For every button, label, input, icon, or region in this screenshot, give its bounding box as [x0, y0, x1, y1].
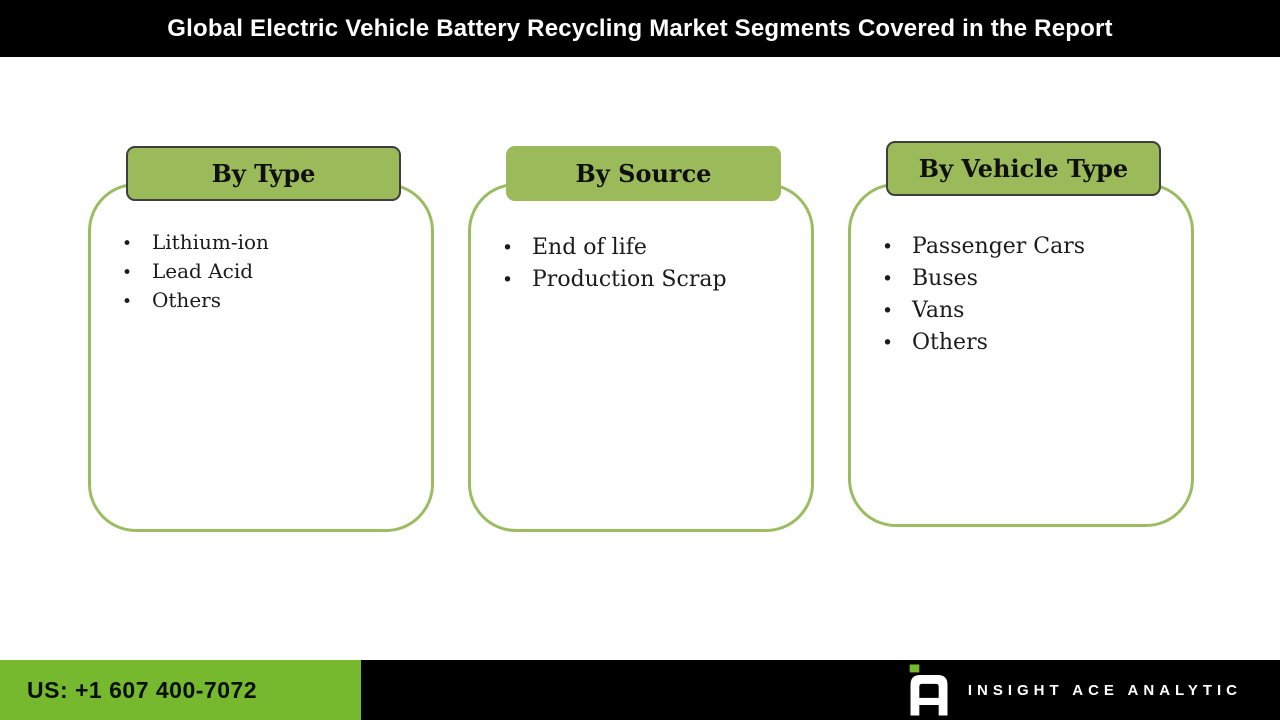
list-item: Others: [118, 286, 426, 315]
list-item: Lithium-ion: [118, 228, 426, 257]
footer-bar: US: +1 607 400-7072 INSIGHT ACE ANALYTIC: [0, 660, 1280, 720]
bullet-icon: [882, 231, 893, 264]
brand-bar: INSIGHT ACE ANALYTIC: [361, 660, 1280, 720]
list-item-label: Buses: [912, 266, 978, 291]
bullet-icon: [122, 286, 132, 317]
list-item: Vans: [878, 295, 1186, 327]
bullet-icon: [122, 228, 132, 259]
bullet-icon: [502, 232, 513, 265]
bullet-icon: [502, 264, 513, 297]
segment-list: Lithium-ion Lead Acid Others: [118, 228, 426, 315]
top-title-bar: Global Electric Vehicle Battery Recyclin…: [0, 0, 1280, 57]
segment-card-by-vehicle-type: By Vehicle Type Passenger Cars Buses Van…: [848, 141, 1194, 527]
list-item-label: Others: [152, 288, 221, 312]
list-item-label: Lithium-ion: [152, 230, 269, 254]
segment-card-by-source: By Source End of life Production Scrap: [468, 146, 814, 532]
list-item-label: Production Scrap: [532, 267, 727, 292]
list-item-label: End of life: [532, 235, 647, 260]
list-item-label: Vans: [912, 298, 965, 323]
list-item-label: Passenger Cars: [912, 234, 1086, 259]
segment-card-by-type: By Type Lithium-ion Lead Acid Others: [88, 146, 434, 532]
phone-badge: US: +1 607 400-7072: [0, 660, 361, 720]
segment-panel: [848, 183, 1194, 527]
segment-panel: [468, 183, 814, 532]
segment-panel: [88, 183, 434, 532]
list-item-label: Lead Acid: [152, 259, 254, 283]
segment-header-by-type: By Type: [126, 146, 401, 201]
page-title: Global Electric Vehicle Battery Recyclin…: [167, 14, 1113, 42]
list-item-label: Others: [912, 330, 988, 355]
insight-ace-logo-icon: [909, 664, 948, 716]
list-item: Passenger Cars: [878, 231, 1186, 263]
segment-header-by-source: By Source: [506, 146, 781, 201]
list-item: Production Scrap: [498, 264, 806, 296]
list-item: End of life: [498, 232, 806, 264]
segment-list: End of life Production Scrap: [498, 232, 806, 296]
bullet-icon: [882, 295, 893, 328]
bullet-icon: [122, 257, 132, 288]
list-item: Lead Acid: [118, 257, 426, 286]
list-item: Others: [878, 327, 1186, 359]
segment-header-by-vehicle-type: By Vehicle Type: [886, 141, 1161, 196]
bullet-icon: [882, 327, 893, 360]
list-item: Buses: [878, 263, 1186, 295]
bullet-icon: [882, 263, 893, 296]
segment-list: Passenger Cars Buses Vans Others: [878, 231, 1186, 359]
brand-name: INSIGHT ACE ANALYTIC: [967, 681, 1242, 699]
